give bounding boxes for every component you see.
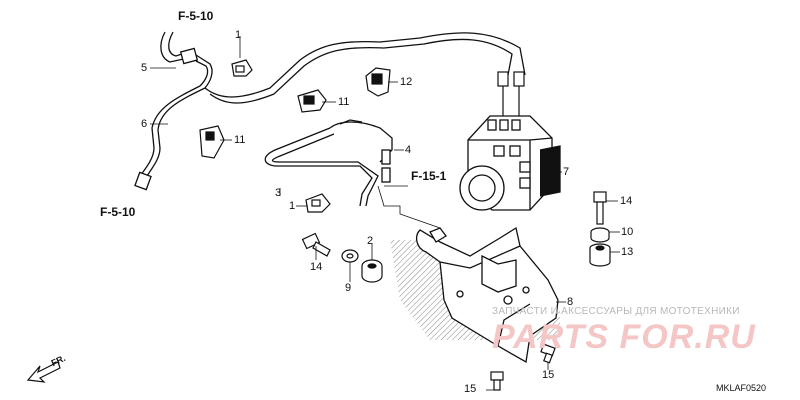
watermark-tagline: ЗАПЧАСТИ И АКСЕССУАРЫ ДЛЯ МОТОТЕХНИКИ bbox=[492, 306, 740, 317]
grommet-13 bbox=[589, 243, 611, 267]
callout-2: 2 bbox=[367, 235, 374, 247]
bolt-15-right bbox=[540, 343, 556, 364]
callout-1-top: 1 bbox=[235, 29, 242, 41]
brake-pipe-upper bbox=[204, 32, 526, 104]
diagram-code: MKLAF0520 bbox=[716, 383, 767, 393]
brake-hose-5 bbox=[160, 31, 213, 89]
clamp-11-lower bbox=[199, 125, 225, 159]
grommet-2 bbox=[361, 259, 383, 283]
leader-lines bbox=[150, 36, 620, 391]
brake-pipe-3 bbox=[264, 127, 379, 207]
figure-ref-center: F-15-1 bbox=[411, 169, 447, 183]
callout-4: 4 bbox=[405, 144, 412, 156]
callout-3: 3 bbox=[275, 187, 282, 199]
clamp-11-upper bbox=[297, 89, 327, 113]
abs-modulator-7 bbox=[459, 115, 561, 211]
figure-ref-bottom: F-5-10 bbox=[100, 205, 136, 219]
bolt-14-left bbox=[301, 232, 331, 257]
bracket-8 bbox=[415, 226, 559, 364]
figure-ref-top: F-5-10 bbox=[178, 9, 214, 23]
direction-arrow-icon bbox=[26, 361, 61, 383]
bolt-14-right bbox=[593, 191, 607, 225]
clip-1-top bbox=[231, 59, 253, 77]
callout-1-lower: 1 bbox=[289, 200, 296, 212]
clip-1-lower bbox=[305, 193, 331, 213]
collar-10 bbox=[590, 227, 610, 243]
callout-14-right: 14 bbox=[620, 195, 633, 207]
callout-12: 12 bbox=[400, 76, 413, 88]
callout-14-left: 14 bbox=[310, 261, 323, 273]
callout-15-right: 15 bbox=[542, 369, 555, 381]
callout-9: 9 bbox=[345, 282, 352, 294]
callout-10: 10 bbox=[621, 226, 634, 238]
pipe-fittings bbox=[497, 71, 525, 120]
callout-6: 6 bbox=[141, 118, 148, 130]
callout-7: 7 bbox=[563, 166, 570, 178]
brake-hose-6 bbox=[134, 85, 206, 191]
washer-9 bbox=[341, 249, 359, 263]
callout-8: 8 bbox=[567, 296, 574, 308]
watermark-logo: PARTS FOR.RU bbox=[492, 318, 756, 356]
callout-13: 13 bbox=[621, 246, 634, 258]
callout-5: 5 bbox=[141, 62, 148, 74]
callout-11-lower: 11 bbox=[234, 134, 246, 146]
brake-pipe-4 bbox=[329, 119, 393, 183]
callout-15-bottom: 15 bbox=[464, 383, 477, 395]
bolt-15-bottom bbox=[490, 371, 504, 391]
callout-11-upper: 11 bbox=[338, 96, 350, 108]
clamp-12 bbox=[365, 67, 391, 97]
